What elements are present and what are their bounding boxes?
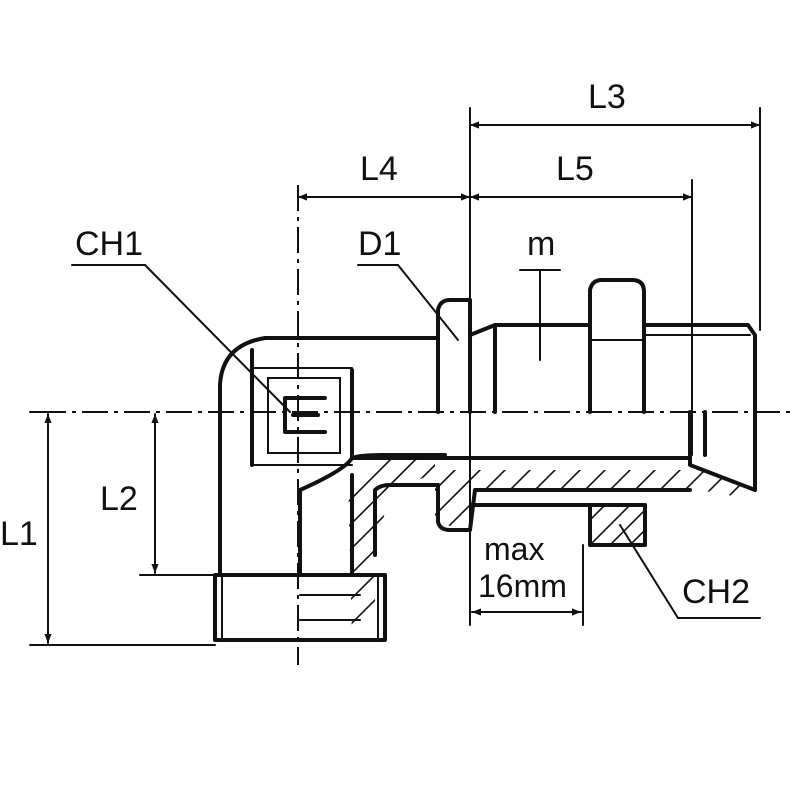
swivel-symbol-icon	[267, 377, 341, 454]
hatching-body	[348, 455, 755, 640]
label-l5: L5	[556, 150, 594, 188]
center-lines	[40, 185, 790, 665]
lower-port-step	[373, 483, 440, 557]
shank-top	[468, 323, 592, 337]
collar	[436, 298, 472, 414]
label-l1: L1	[0, 515, 38, 553]
label-ch2: CH2	[682, 573, 750, 611]
elbow-inner-wall	[298, 456, 354, 492]
bore-lower	[436, 483, 692, 532]
label-m: m	[527, 225, 555, 263]
dimensions	[29, 107, 761, 646]
label-16mm: 16mm	[478, 568, 567, 604]
leader-ch1-diag	[144, 264, 291, 413]
label-l4: L4	[360, 150, 398, 188]
label-l2: L2	[100, 480, 138, 518]
bore-end-cone	[688, 410, 757, 492]
hatching-nut	[590, 505, 645, 545]
label-ch1: CH1	[75, 225, 143, 263]
lower-thread	[213, 573, 387, 642]
lock-nut	[588, 278, 646, 414]
labels: L3 L4 L5 CH1 D1 m L2 L1 max 16mm CH2	[0, 78, 750, 611]
label-d1: D1	[358, 225, 401, 263]
leader-ch2-diag	[619, 524, 679, 619]
leader-d1-diag	[397, 264, 459, 341]
label-l3: L3	[588, 78, 626, 116]
thread-end	[642, 323, 757, 414]
label-max: max	[484, 531, 544, 567]
elbow-body	[213, 278, 757, 642]
